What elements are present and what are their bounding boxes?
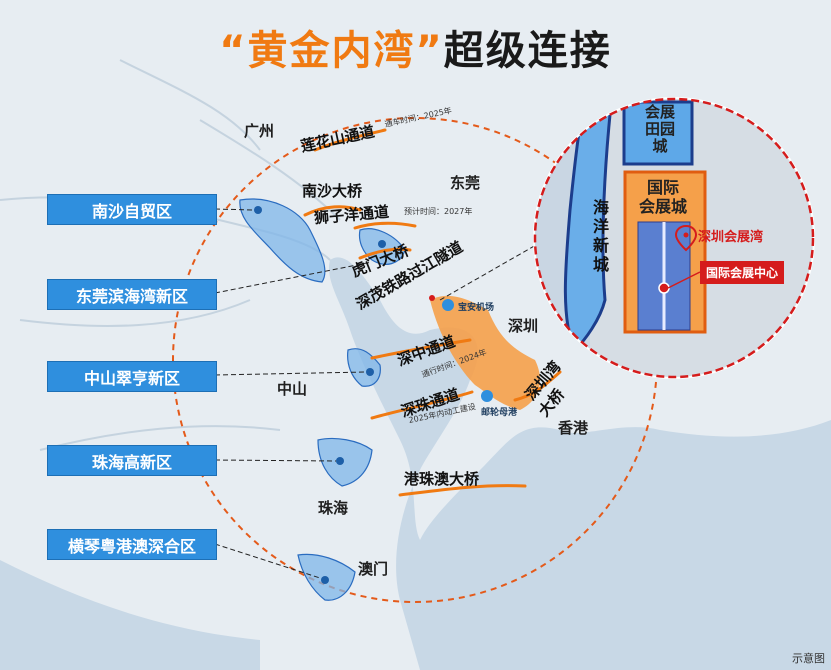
- zone-cuiheng[interactable]: 中山翠亨新区: [47, 361, 217, 392]
- zoom-haiyang-4: 城: [592, 255, 609, 274]
- route-shiziyang-note: 预计时间：2027年: [404, 207, 473, 216]
- title-rest: 超级连接: [443, 28, 612, 74]
- zoom-center-label: 国际会展中心: [700, 261, 785, 284]
- zoom-tianyuan: 会展 田园城: [640, 104, 680, 155]
- zoom-bay-label: 深圳会展湾: [698, 230, 764, 245]
- city-dongguan: 东莞: [450, 174, 481, 192]
- route-nansha-bridge: 南沙大桥: [302, 182, 363, 200]
- city-zhuhai: 珠海: [318, 499, 349, 517]
- zhuhai-high-area: [317, 437, 373, 487]
- zoom-haiyang-2: 洋: [592, 217, 609, 236]
- shenzhen-coast-area: [430, 295, 540, 410]
- zoom-haiyang-3: 新: [592, 236, 609, 255]
- city-zhongshan: 中山: [277, 380, 308, 398]
- zoom-haiyang-1: 海: [592, 198, 609, 217]
- zoom-convention: 国际 会展城: [635, 178, 691, 216]
- zoom-haiyang: 海 洋 新 城: [592, 198, 610, 274]
- zoom-tianyuan-line2: 田园城: [644, 120, 675, 155]
- title-highlight: “黄金内湾”: [219, 28, 444, 74]
- city-guangzhou: 广州: [244, 122, 275, 140]
- zoom-convention-line2: 会展城: [638, 197, 687, 216]
- route-hzmb: 港珠澳大桥: [404, 470, 480, 488]
- pearl-river-estuary: [329, 257, 831, 670]
- zone-zhuhai-high[interactable]: 珠海高新区: [47, 445, 217, 476]
- poi-airport: 宝安机场: [458, 303, 495, 313]
- zone-binhaiwan[interactable]: 东莞滨海湾新区: [47, 279, 217, 310]
- page-title: “黄金内湾”超级连接: [0, 18, 831, 76]
- zone-hengqin[interactable]: 横琴粤港澳深合区: [47, 529, 217, 560]
- nansha-area: [239, 198, 326, 283]
- city-macau: 澳门: [358, 560, 389, 578]
- tianyuan-area: [622, 100, 694, 166]
- cruise-icon: [481, 390, 493, 402]
- zoom-tianyuan-line1: 会展: [644, 103, 675, 121]
- airport-icon: [442, 299, 454, 311]
- zoom-inset: [533, 97, 815, 379]
- poi-cruise: 邮轮母港: [481, 408, 518, 418]
- city-shenzhen: 深圳: [508, 317, 539, 335]
- pin-icon: [674, 224, 698, 252]
- zone-nansha[interactable]: 南沙自贸区: [47, 194, 217, 225]
- zoom-convention-line1: 国际: [646, 178, 679, 197]
- city-hongkong: 香港: [558, 419, 589, 437]
- footer-note: 示意图: [792, 652, 825, 665]
